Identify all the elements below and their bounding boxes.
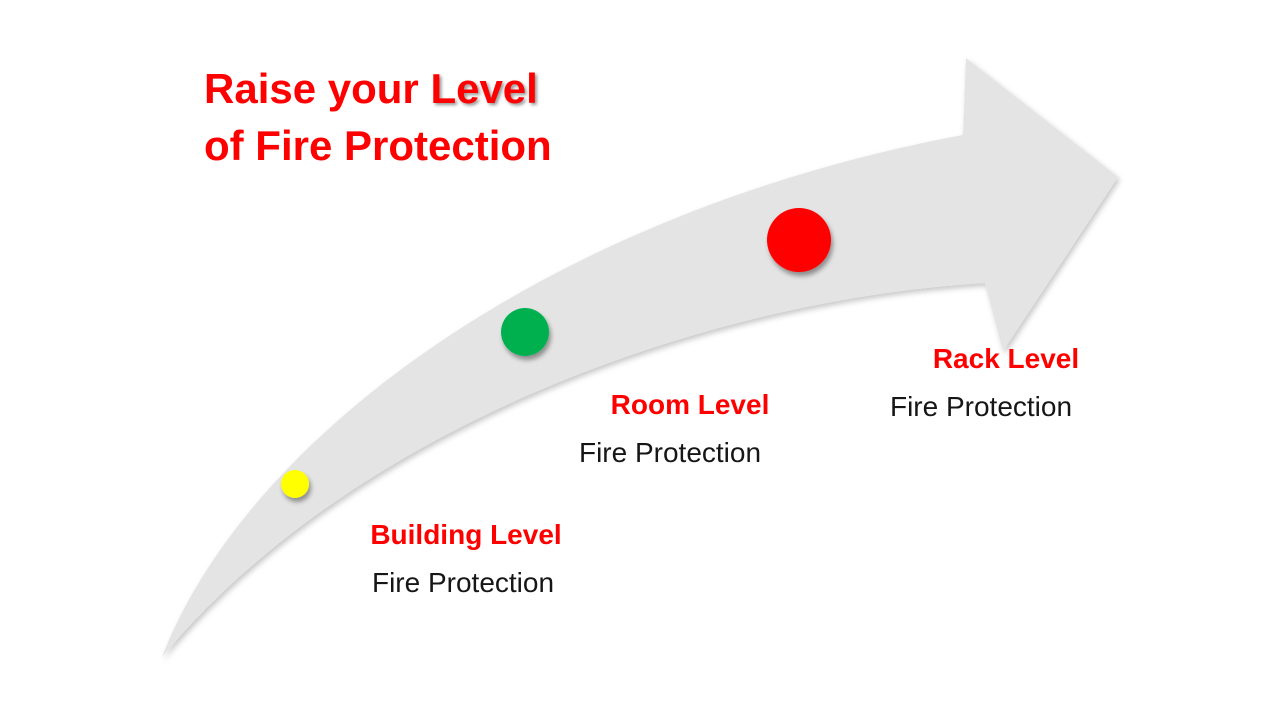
- rack-level-label: Rack Level: [932, 343, 1080, 374]
- rack-level-sublabel: Fire Protection: [889, 391, 1073, 422]
- slide-title-line1: Raise your Level: [204, 60, 552, 117]
- building-level-sublabel: Fire Protection: [371, 567, 555, 598]
- room-level-sublabel: Fire Protection: [578, 437, 762, 468]
- rack-level-marker: [767, 208, 831, 272]
- slide-title-line1-prefix: Raise your: [204, 65, 431, 112]
- building-level-marker: [281, 470, 309, 498]
- room-level-marker: [501, 308, 549, 356]
- slide-title: Raise your Level of Fire Protection: [204, 60, 552, 174]
- room-level-label: Room Level: [610, 389, 770, 420]
- slide-title-line2: of Fire Protection: [204, 122, 552, 169]
- building-level-label: Building Level: [370, 519, 562, 550]
- swoosh-arrow: [162, 58, 1118, 657]
- slide-title-line1-emphasis: Level: [430, 65, 538, 112]
